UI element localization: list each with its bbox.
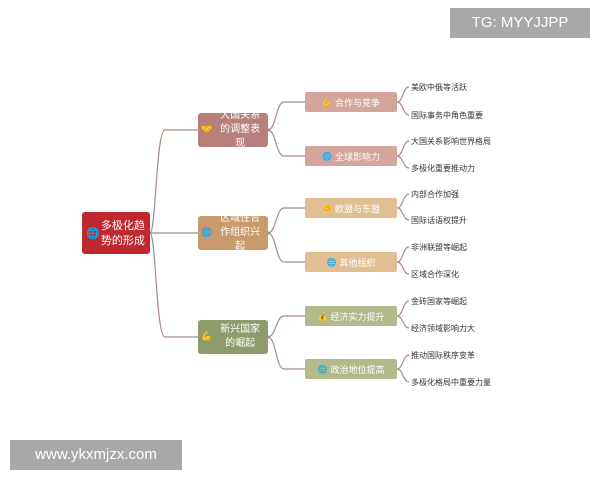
sub-other-orgs: 🌐 其他组织 [305, 252, 397, 272]
arm-icon: 💪 [322, 97, 332, 107]
handshake-icon: 🤝 [322, 203, 332, 213]
leaf-text: 非洲联盟等崛起 [411, 243, 467, 252]
handshake-icon: 🤝 [201, 125, 213, 135]
globe-icon: 🌐 [317, 364, 328, 374]
watermark-top: TG: MYYJJPP [450, 8, 590, 38]
sub-global-influence: 🌐 全球影响力 [305, 146, 397, 166]
globe-icon: 🌐 [201, 228, 213, 238]
sub-label: 欧盟与东盟 [334, 204, 380, 215]
branch-major-powers: 🤝 大国关系的调整表现 [198, 110, 268, 149]
leaf-text: 国际话语权提升 [411, 216, 467, 225]
root-node: 🌐 多极化趋势的形成 [82, 212, 150, 254]
sub-label: 全球影响力 [334, 152, 380, 163]
sub-political-status: 🌐 政治地位提高 [305, 359, 397, 379]
sub-cooperation-competition: 💪 合作与竞争 [305, 92, 397, 112]
arm-icon: 💪 [201, 332, 213, 342]
money-bag-icon: 💰 [317, 311, 328, 321]
leaf-text: 美欧中俄等活跃 [411, 83, 467, 92]
leaf-text: 区域合作深化 [411, 270, 459, 279]
root-label: 多极化趋势的形成 [100, 219, 145, 247]
sub-label: 经济实力提升 [330, 312, 385, 323]
sub-label: 其他组织 [339, 258, 376, 269]
sub-label: 合作与竞争 [334, 98, 380, 109]
sub-eu-asean: 🤝 欧盟与东盟 [305, 198, 397, 218]
leaf-text: 国际事务中角色重要 [411, 111, 483, 120]
watermark-bottom: www.ykxmjzx.com [10, 440, 182, 470]
globe-icon: 🌐 [326, 257, 337, 267]
leaf-text: 内部合作加强 [411, 190, 459, 199]
leaf-text: 经济领域影响力大 [411, 324, 475, 333]
leaf-text: 金砖国家等崛起 [411, 297, 467, 306]
branch-label: 区域性合作组织兴起 [220, 213, 261, 252]
branch-emerging-countries: 💪 新兴国家的崛起 [198, 320, 268, 354]
leaf-text: 推动国际秩序变革 [411, 351, 475, 360]
leaf-text: 多极化格局中重要力量 [411, 378, 491, 387]
branch-regional-orgs: 🌐 区域性合作组织兴起 [198, 213, 268, 252]
branch-label: 大国关系的调整表现 [220, 110, 261, 149]
globe-icon: 🌐 [86, 226, 100, 240]
leaf-text: 大国关系影响世界格局 [411, 137, 491, 146]
sub-economic-strength: 💰 经济实力提升 [305, 306, 397, 326]
branch-label: 新兴国家的崛起 [220, 324, 261, 349]
sub-label: 政治地位提高 [330, 365, 385, 376]
globe-icon: 🌐 [322, 151, 332, 161]
leaf-text: 多极化重要推动力 [411, 164, 475, 173]
